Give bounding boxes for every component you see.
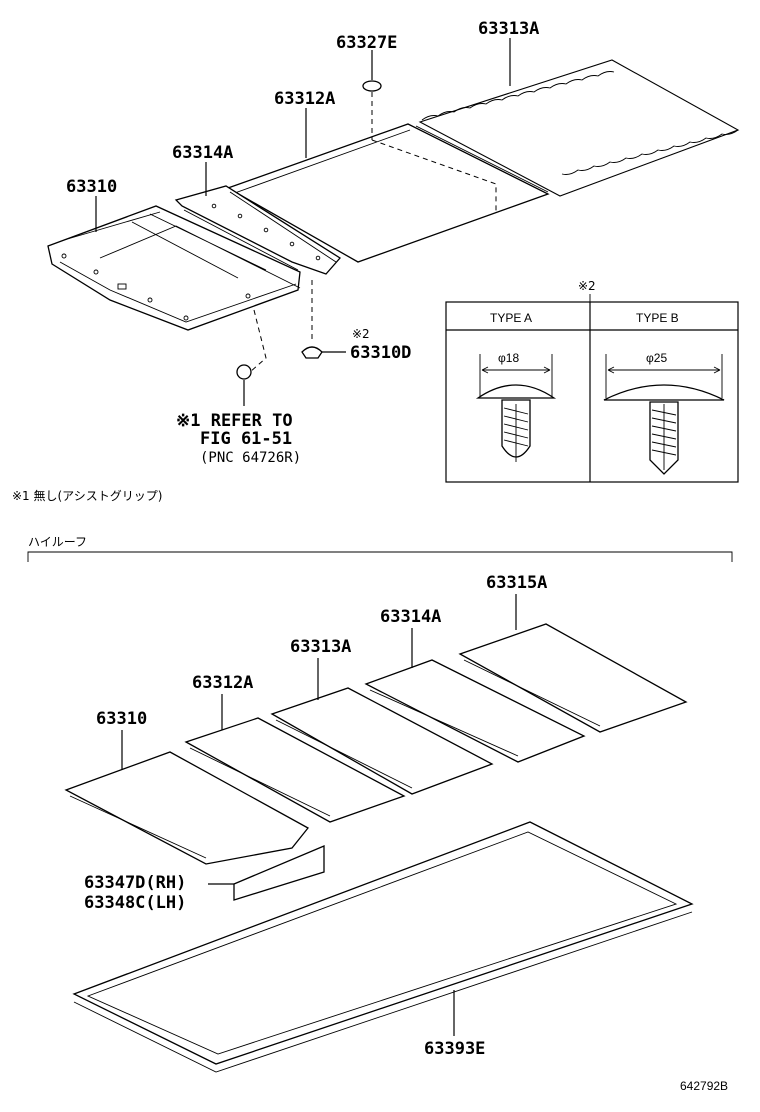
high-roof-panel-63313a-shape (270, 687, 494, 795)
high-roof-panel-63314a-edge (369, 689, 519, 757)
label-63313a: 63313A (478, 19, 539, 39)
clip-type-a-label: TYPE A (490, 311, 532, 325)
high-roof-group: ハイルーフ 63315A 63314A 6331 (27, 535, 733, 1073)
label-63312a: 63312A (274, 89, 335, 109)
assist-grip-dash (249, 309, 267, 373)
label-63314a: 63314A (172, 143, 233, 163)
standard-roof-group: 63327E 63313A 63312A 63314A 63310 ※2 633… (47, 19, 740, 466)
clip-type-a-dim: φ18 (498, 351, 519, 365)
label-63327e: 63327E (336, 33, 397, 53)
label-63310: 63310 (66, 177, 117, 197)
high-roof-panel-63315a-edge (463, 659, 601, 727)
clip-63327e-dash (371, 92, 497, 214)
refer-line-2: FIG 61-51 (200, 429, 292, 449)
high-roof-headliner-63310-edge (69, 795, 207, 859)
high-roof-seal-63393e-inner (86, 831, 678, 1055)
high-roof-section-label: ハイルーフ (28, 535, 87, 549)
roof-panel-63312a-edge (231, 125, 549, 195)
high-roof-panel-63315a-shape (458, 623, 688, 733)
high-roof-bracket (27, 551, 733, 562)
figure-id: 642792B (680, 1079, 728, 1093)
clip-63327e-icon (362, 80, 382, 92)
label-hr-63313a: 63313A (290, 637, 351, 657)
label-hr-63347d: 63347D(RH) (84, 873, 186, 893)
high-roof-seal-63393e-lip (73, 911, 693, 1073)
headliner-63310-shape (47, 205, 301, 331)
roof-strip-63314a-edge (183, 191, 337, 271)
label-hr-63314a: 63314A (380, 607, 441, 627)
label-hr-63348c: 63348C(LH) (84, 893, 186, 913)
high-roof-panel-63314a-shape (364, 659, 586, 763)
refer-line-1: ※1 REFER TO (176, 411, 293, 431)
clip-type-b-dim: φ25 (646, 351, 667, 365)
mark-2-upper: ※2 (352, 327, 370, 341)
clip-type-b-label: TYPE B (636, 311, 679, 325)
headliner-63310-creases (59, 211, 301, 323)
high-roof-panel-63312a-edge (189, 747, 331, 817)
headliner-63310-holes (61, 253, 251, 321)
label-hr-63393e: 63393E (424, 1039, 485, 1059)
assist-grip-icon (236, 364, 252, 380)
clip-63310d-icon (301, 346, 323, 359)
high-roof-seal-63393e-outer (72, 821, 694, 1065)
label-hr-63315a: 63315A (486, 573, 547, 593)
high-roof-panel-63313a-edge (275, 719, 413, 789)
roof-strip-63314a-shape (174, 185, 341, 275)
high-roof-panel-63312a-shape (184, 717, 406, 823)
label-63310d: 63310D (350, 343, 411, 363)
label-hr-63312a: 63312A (192, 673, 253, 693)
high-roof-headliner-63310-shape (64, 751, 309, 865)
clip-type-a-icon (475, 354, 557, 462)
footnote: ※1 無し(アシストグリップ) (12, 488, 162, 503)
roof-panel-63312a-shape (226, 123, 550, 263)
refer-line-3: (PNC 64726R) (200, 450, 301, 466)
clip-type-b-icon (603, 354, 725, 475)
roof-panel-63313a-wave (421, 71, 739, 175)
roof-strip-63314a-holes (211, 203, 321, 261)
clip-type-table: ※2 TYPE A TYPE B φ18 φ25 (445, 279, 739, 483)
clip-table-border (445, 301, 739, 483)
label-hr-63310: 63310 (96, 709, 147, 729)
high-roof-strip-63347d-shape (233, 845, 325, 901)
clip-table-mark: ※2 (578, 279, 596, 293)
